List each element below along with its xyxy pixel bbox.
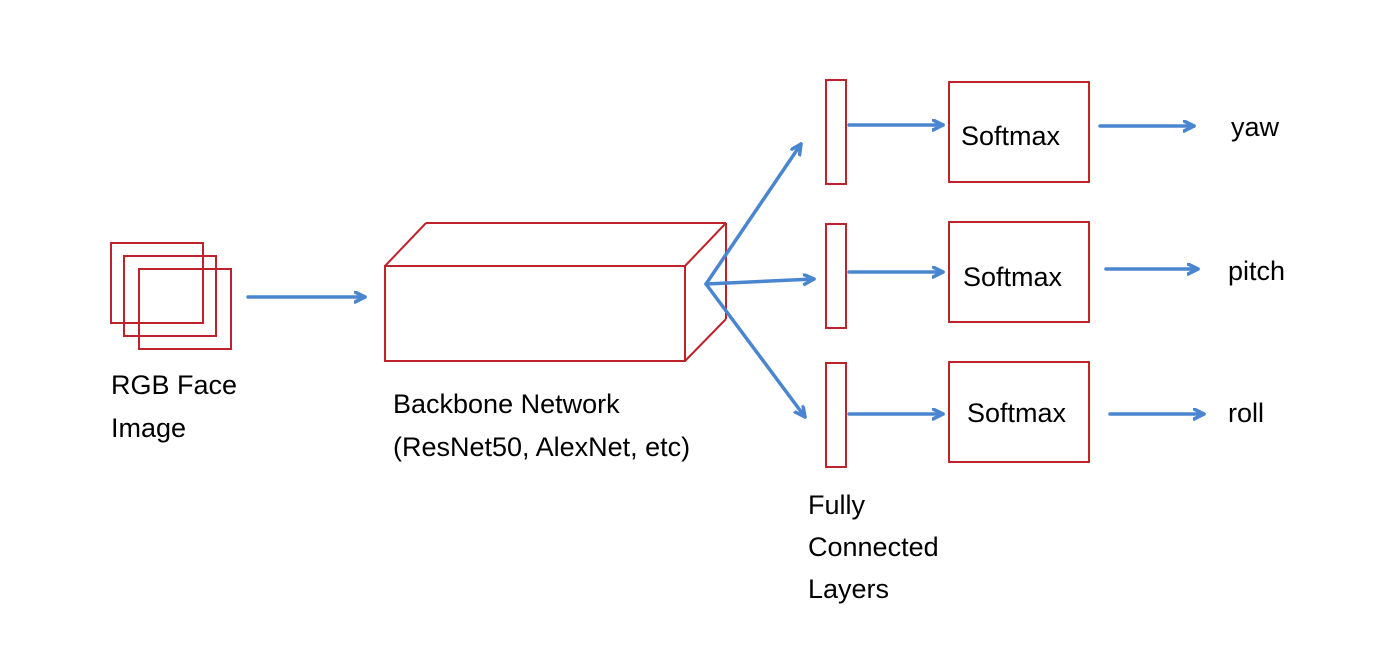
- output-roll: roll: [1228, 398, 1264, 428]
- fc-layer-3: [825, 362, 847, 468]
- backbone-edge-top-left: [384, 222, 427, 267]
- input-label: RGB Face Image: [111, 370, 245, 443]
- softmax-box-3: [948, 361, 1090, 463]
- image-layer-2: [123, 255, 217, 337]
- image-layer-3: [138, 268, 232, 350]
- backbone-label: Backbone Network (ResNet50, AlexNet, etc…: [393, 389, 690, 462]
- arrow-backbone-to-fc-1: [704, 142, 803, 286]
- input-image-stack: [110, 242, 232, 350]
- softmax-label-3: Softmax: [967, 398, 1067, 428]
- arrow-backbone-to-fc-2: [704, 279, 816, 284]
- softmax-box-1: [948, 81, 1090, 183]
- backbone-front-face: [384, 265, 686, 362]
- fc-layer-1: [825, 79, 847, 185]
- arrow-backbone-to-fc-3: [704, 282, 807, 419]
- softmax-label-2: Softmax: [963, 262, 1063, 292]
- image-layer-1: [110, 242, 204, 324]
- output-yaw: yaw: [1231, 112, 1280, 142]
- softmax-label-1: Softmax: [961, 121, 1061, 151]
- fc-layer-2: [825, 223, 847, 329]
- backbone-edge-bottom-right: [684, 318, 727, 362]
- backbone-edge-top-right: [684, 222, 727, 267]
- output-pitch: pitch: [1228, 256, 1285, 286]
- softmax-box-2: [948, 221, 1090, 323]
- fc-label: Fully Connected Layers: [808, 490, 946, 604]
- backbone-box: [384, 222, 727, 362]
